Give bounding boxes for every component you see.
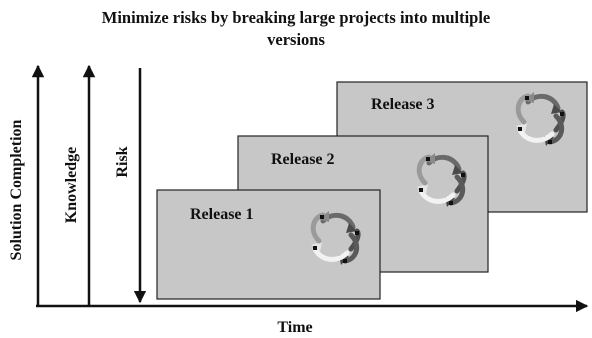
y-axis-label-knowledge: Knowledge xyxy=(63,147,80,223)
y-axis-label-solution-completion: Solution Completion xyxy=(8,119,25,260)
release-1-label: Release 1 xyxy=(190,206,254,223)
x-axis-label: Time xyxy=(277,319,312,336)
title-line-1: Minimize risks by breaking large project… xyxy=(101,8,491,27)
release-2-label: Release 2 xyxy=(271,151,335,168)
release-1-card: Release 1 xyxy=(156,189,381,300)
diagram-title: Minimize risks by breaking large project… xyxy=(0,7,592,51)
y-axis-label-risk: Risk xyxy=(114,146,131,177)
release-3-label: Release 3 xyxy=(371,96,435,113)
title-line-2: versions xyxy=(267,30,325,49)
